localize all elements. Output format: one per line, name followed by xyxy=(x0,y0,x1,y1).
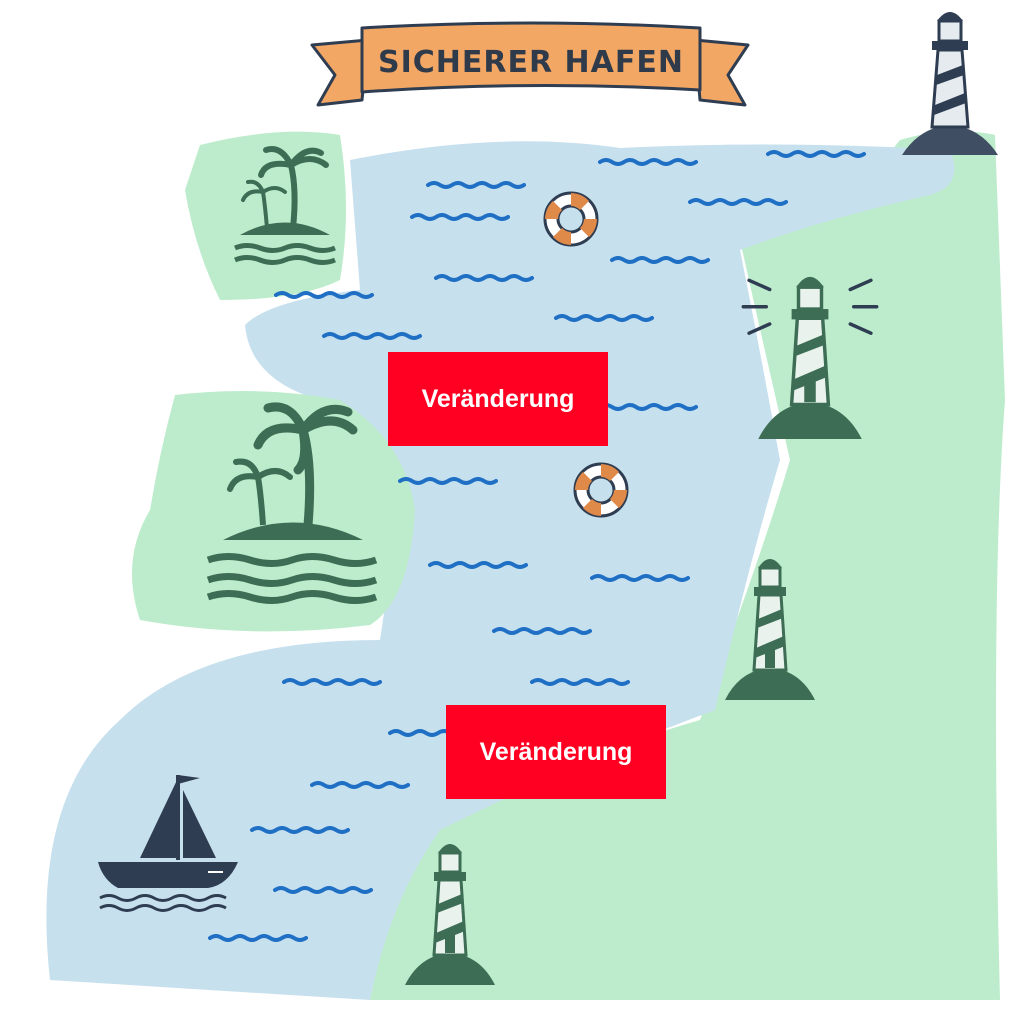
title-banner: SICHERER HAFEN xyxy=(310,21,750,107)
banner-title: SICHERER HAFEN xyxy=(378,45,684,80)
palm-island-icon xyxy=(234,146,336,265)
lighthouse-icon xyxy=(741,275,879,441)
sailboat-icon xyxy=(98,775,238,912)
life-ring-icon xyxy=(573,462,629,518)
lighthouse-icon xyxy=(902,12,998,155)
water-bay xyxy=(46,141,955,1000)
change-label: Veränderung xyxy=(388,352,608,446)
life-ring-icon xyxy=(543,191,599,247)
palm-island-icon xyxy=(206,402,378,604)
change-label: Veränderung xyxy=(446,705,666,799)
land-mainland xyxy=(370,131,1005,1000)
island-mid-left xyxy=(132,391,415,632)
